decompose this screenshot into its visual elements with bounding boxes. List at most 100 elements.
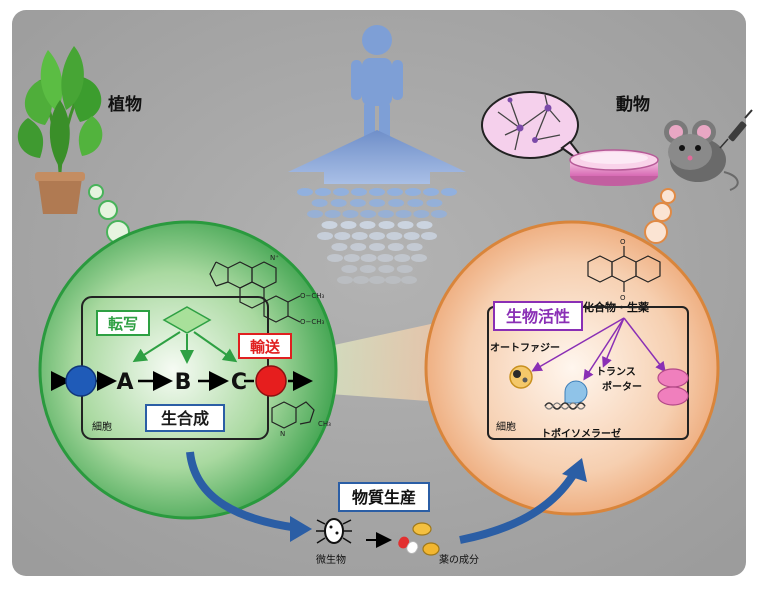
metabolite-a: A	[116, 370, 133, 395]
anthraquinone-structure-icon	[587, 246, 661, 292]
library-cell	[311, 199, 328, 207]
microbe-icon	[316, 518, 352, 544]
production-title: 物質生産	[352, 488, 416, 507]
transporter-label-line1: トランス	[596, 366, 636, 378]
dna-helix-icon	[544, 402, 586, 410]
transcription-factor-diamond	[162, 306, 212, 334]
library-cell	[406, 243, 423, 251]
library-cell	[407, 199, 424, 207]
library-cell	[387, 188, 403, 196]
transporter-protein-icon	[657, 368, 689, 406]
medicine-pills-icon	[398, 522, 440, 556]
library-cell	[416, 221, 433, 229]
enzyme-icon	[564, 380, 588, 404]
animal-label: 動物	[616, 94, 650, 115]
library-cell	[359, 265, 376, 273]
library-cell	[327, 254, 343, 262]
screening-up-arrow	[288, 130, 466, 184]
library-cell	[349, 199, 366, 207]
plant-icon	[17, 46, 103, 214]
library-cell	[297, 188, 313, 196]
library-cell	[388, 199, 405, 207]
plant-cell-label: 細胞	[92, 420, 112, 433]
library-cell	[369, 276, 385, 284]
library-cell	[405, 188, 421, 196]
library-cell	[421, 232, 437, 240]
library-cell	[340, 221, 357, 229]
library-cell	[353, 276, 369, 284]
library-cell	[426, 199, 443, 207]
library-cell	[369, 243, 385, 251]
nitrogen-label: N⁺	[270, 254, 279, 262]
library-cell	[411, 254, 427, 262]
ingredients-label: 薬の成分	[439, 554, 479, 566]
library-cell	[431, 210, 447, 218]
import-transporter-icon	[65, 365, 97, 397]
library-cell	[423, 188, 439, 196]
biosynthesis-label: 生合成	[161, 409, 209, 428]
library-cell	[321, 221, 338, 229]
library-cell	[386, 232, 403, 240]
production-arrow-left	[186, 451, 299, 532]
transcription-arrows	[132, 331, 238, 364]
syringe-icon	[719, 109, 753, 149]
human-figure-icon	[351, 25, 403, 142]
library-cell	[334, 232, 351, 240]
autophagosome-icon	[509, 365, 533, 389]
library-cell	[360, 210, 377, 218]
mouse-icon	[664, 120, 739, 191]
library-cell	[359, 221, 376, 229]
bioactivity-arrows	[531, 317, 666, 381]
oxygen-label: O	[620, 238, 626, 246]
animal-thought-bubbles	[644, 188, 676, 244]
berberine-structure-icon	[209, 261, 301, 323]
library-cell	[369, 232, 385, 240]
dna-helix-icon	[544, 402, 586, 410]
bioactivity-label: 生物活性	[506, 307, 570, 326]
production-arrow-right	[459, 469, 579, 544]
transporter-label-line2: ポーター	[602, 380, 642, 393]
library-cell	[369, 188, 385, 196]
biosynthesis-box	[145, 404, 225, 432]
compound-library-grid	[297, 188, 457, 284]
library-cell	[342, 210, 359, 218]
production-box	[338, 482, 430, 512]
library-cell	[441, 188, 457, 196]
transcription-label: 転写	[108, 315, 138, 333]
animal-cell-circle	[424, 220, 720, 516]
library-cell	[315, 188, 331, 196]
library-cell	[343, 254, 360, 262]
library-cell	[324, 210, 341, 218]
library-cell	[317, 232, 333, 240]
library-cell	[395, 210, 412, 218]
library-cell	[403, 232, 420, 240]
microbe-label: 微生物	[316, 553, 346, 566]
nicotine-ch3-label: CH₃	[318, 420, 331, 428]
library-cell	[351, 232, 368, 240]
transcription-box	[96, 310, 150, 336]
production-arrow-right-head	[562, 458, 587, 482]
transport-label: 輸送	[250, 338, 281, 356]
nicotine-n-label: N	[280, 430, 285, 438]
methoxy-label: O−CH₃	[300, 318, 325, 326]
library-cell	[337, 276, 353, 284]
transport-box	[238, 333, 292, 359]
bioactivity-box	[493, 301, 583, 331]
library-cell	[360, 254, 377, 262]
library-cell	[385, 276, 401, 284]
topoisomerase-label: トポイソメラーゼ	[541, 427, 621, 440]
library-cell	[351, 188, 367, 196]
autophagy-label: オートファジー	[490, 342, 560, 354]
library-cell	[401, 276, 417, 284]
library-cell	[307, 210, 323, 218]
metabolite-c: C	[231, 370, 247, 395]
library-cell	[397, 221, 414, 229]
library-cell	[377, 210, 394, 218]
library-cell	[378, 265, 395, 273]
library-cell	[330, 199, 347, 207]
production-arrow-left-head	[290, 516, 312, 542]
oxygen-label: O	[620, 294, 626, 302]
metabolite-b: B	[175, 370, 192, 395]
library-cell	[369, 199, 385, 207]
animal-cell-box	[487, 306, 689, 440]
